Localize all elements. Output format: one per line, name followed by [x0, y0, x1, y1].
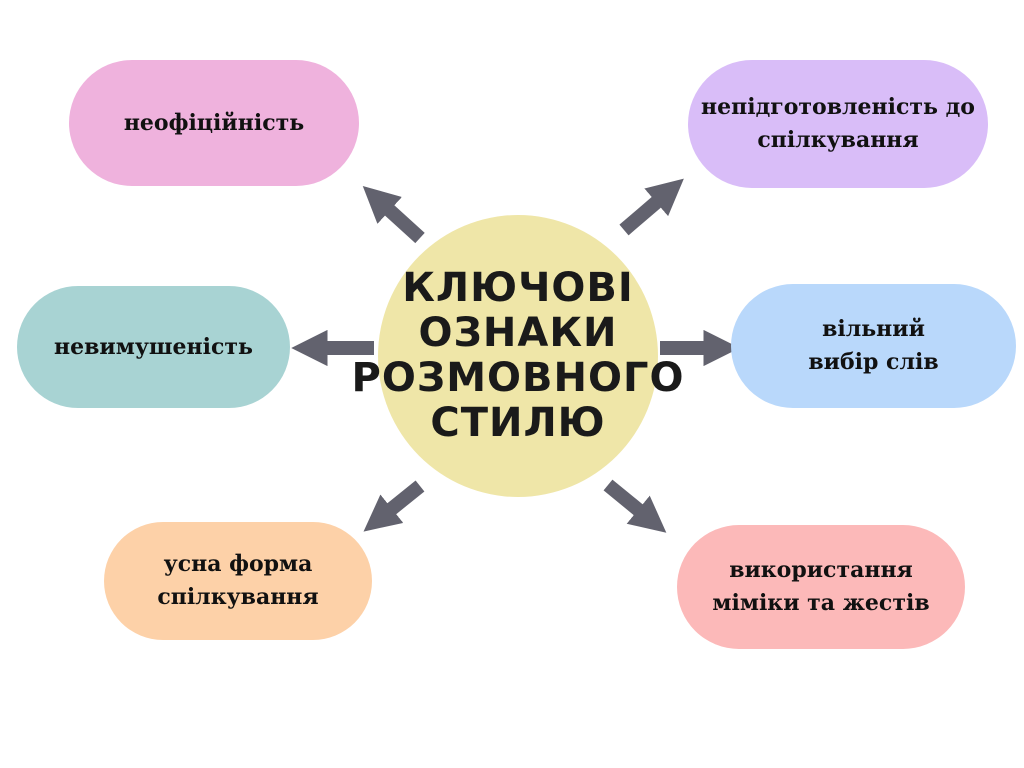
node-unpreparedness-line-1: непідготовленість до: [701, 94, 975, 120]
node-ease-label: невимушеність: [54, 333, 253, 360]
arrow-to-bottom-left: [363, 480, 425, 532]
node-unpreparedness: непідготовленість до спілкування: [688, 60, 988, 188]
node-ease: невимушеність: [17, 286, 290, 408]
center-line-3: РОЗМОВНОГО: [351, 355, 685, 401]
center-line-1: КЛЮЧОВІ: [402, 265, 634, 312]
node-oral-form: усна форма спілкування: [104, 522, 372, 640]
node-facial-gestures: використання міміки та жестів: [677, 525, 965, 649]
node-free-word-choice-line-1: вільний: [822, 316, 925, 342]
arrow-to-bottom-right: [603, 479, 667, 533]
node-free-word-choice: вільний вибір слів: [731, 284, 1016, 408]
node-oral-form-line-2: спілкування: [157, 584, 319, 610]
node-facial-gestures-line-2: міміки та жестів: [712, 590, 930, 616]
center-line-4: СТИЛЮ: [430, 399, 606, 446]
node-informality: неофіційність: [69, 60, 359, 186]
node-free-word-choice-line-2: вибір слів: [808, 349, 939, 375]
node-oral-form-line-1: усна форма: [163, 551, 313, 577]
center-line-2: ОЗНАКИ: [418, 310, 618, 357]
node-informality-label: неофіційність: [123, 109, 305, 136]
arrow-to-top-right: [619, 178, 684, 236]
arrow-to-top-left: [362, 185, 425, 244]
node-unpreparedness-line-2: спілкування: [757, 127, 919, 153]
center-node: КЛЮЧОВІ ОЗНАКИ РОЗМОВНОГО СТИЛЮ: [352, 215, 684, 497]
node-facial-gestures-line-1: використання: [729, 557, 913, 583]
